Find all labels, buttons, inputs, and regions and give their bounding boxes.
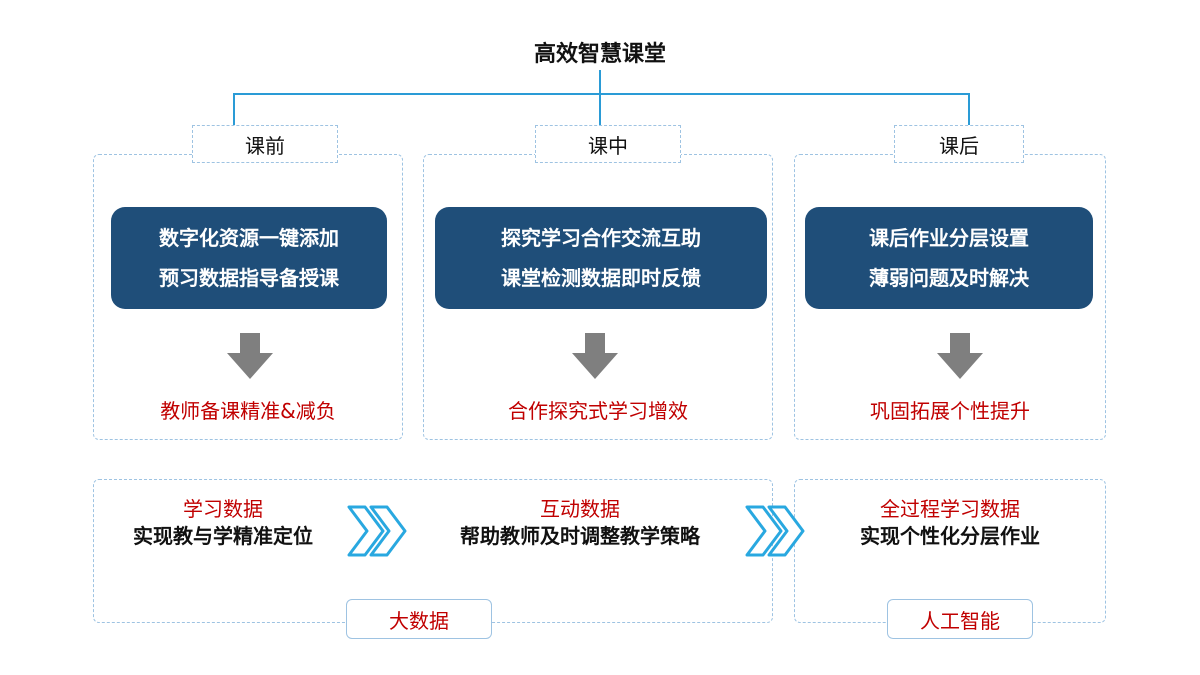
phase-label-during: 课中 (535, 125, 681, 163)
connector-horizontal (233, 93, 970, 95)
card-during-line-2: 课堂检测数据即时反馈 (501, 266, 701, 290)
connector-drop-after (968, 93, 970, 125)
bottom-item-3-title: 全过程学习数据 (880, 497, 1020, 521)
card-after-line-2: 薄弱问题及时解决 (869, 266, 1029, 290)
tag-ai: 人工智能 (887, 599, 1033, 639)
down-arrow-icon (572, 333, 618, 379)
card-before: 数字化资源一键添加 预习数据指导备授课 (111, 207, 387, 309)
card-before-line-2: 预习数据指导备授课 (159, 266, 339, 290)
card-during: 探究学习合作交流互助 课堂检测数据即时反馈 (435, 207, 767, 309)
result-during: 合作探究式学习增效 (508, 399, 688, 423)
bottom-item-1-subtitle: 实现教与学精准定位 (133, 524, 313, 548)
bottom-item-3-subtitle: 实现个性化分层作业 (860, 524, 1040, 548)
bottom-item-2-subtitle: 帮助教师及时调整教学策略 (460, 524, 700, 548)
result-after: 巩固拓展个性提升 (870, 399, 1030, 423)
chevron-right-icon (745, 505, 805, 557)
result-before: 教师备课精准&减负 (160, 399, 336, 423)
down-arrow-icon (937, 333, 983, 379)
connector-drop-during (599, 93, 601, 125)
card-before-line-1: 数字化资源一键添加 (159, 226, 339, 250)
chevron-right-icon (347, 505, 407, 557)
connector-drop-before (233, 93, 235, 125)
card-during-line-1: 探究学习合作交流互助 (501, 226, 701, 250)
connector-stem (599, 70, 601, 94)
down-arrow-icon (227, 333, 273, 379)
tag-big-data: 大数据 (346, 599, 492, 639)
card-after-line-1: 课后作业分层设置 (869, 226, 1029, 250)
diagram-title: 高效智慧课堂 (533, 42, 666, 67)
phase-label-before: 课前 (192, 125, 338, 163)
bottom-item-2-title: 互动数据 (540, 497, 620, 521)
phase-label-after: 课后 (894, 125, 1024, 163)
bottom-item-1-title: 学习数据 (183, 497, 263, 521)
card-after: 课后作业分层设置 薄弱问题及时解决 (805, 207, 1093, 309)
